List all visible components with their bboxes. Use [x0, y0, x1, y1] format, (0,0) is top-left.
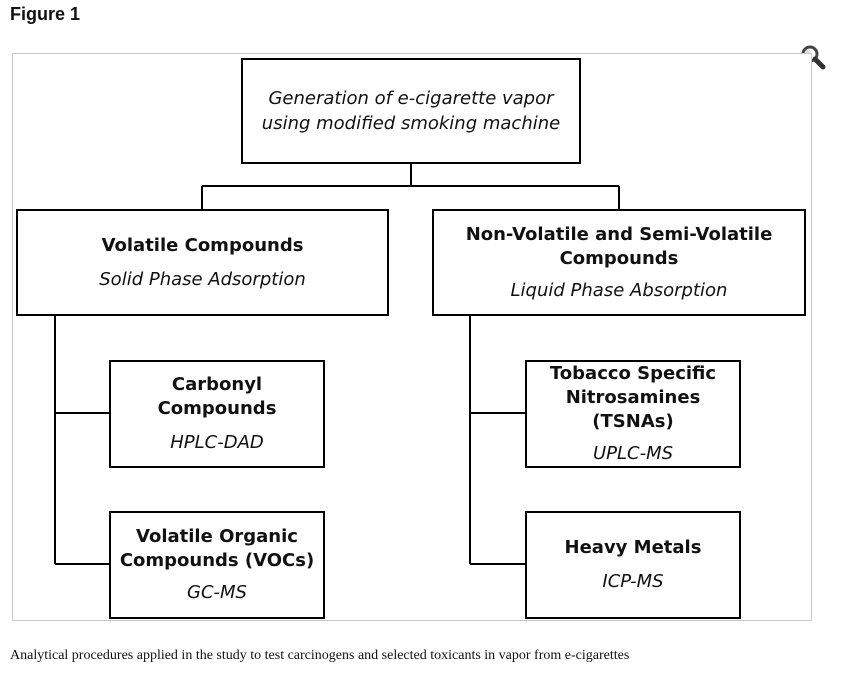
root-box: Generation of e-cigarette vapor using mo…: [241, 58, 581, 164]
figure-caption: Analytical procedures applied in the stu…: [10, 648, 630, 663]
tsnas-box: Tobacco Specific Nitrosamines (TSNAs) UP…: [525, 360, 741, 468]
figure-title: Figure 1: [10, 4, 81, 24]
carbonyl-compounds-box: Carbonyl Compounds HPLC-DAD: [109, 360, 325, 468]
heavy-metals-method: ICP-MS: [602, 571, 664, 592]
carbonyl-compounds-method: HPLC-DAD: [170, 432, 264, 453]
heavy-metals-heading: Heavy Metals: [564, 537, 702, 558]
carbonyl-compounds-heading: Carbonyl Compounds: [157, 374, 277, 419]
volatile-compounds-method: Solid Phase Adsorption: [99, 268, 306, 290]
nonvolatile-compounds-box: Non-Volatile and Semi-Volatile Compounds…: [432, 209, 806, 316]
vocs-heading: Volatile Organic Compounds (VOCs): [119, 526, 315, 571]
volatile-compounds-heading: Volatile Compounds: [101, 234, 304, 256]
vocs-method: GC-MS: [187, 582, 247, 603]
tsnas-method: UPLC-MS: [592, 443, 674, 464]
volatile-compounds-box: Volatile Compounds Solid Phase Adsorptio…: [16, 209, 389, 316]
tsnas-heading: Tobacco Specific Nitrosamines (TSNAs): [549, 363, 717, 432]
vocs-box: Volatile Organic Compounds (VOCs) GC-MS: [109, 511, 325, 619]
nonvolatile-compounds-heading: Non-Volatile and Semi-Volatile Compounds: [465, 223, 773, 269]
heavy-metals-box: Heavy Metals ICP-MS: [525, 511, 741, 619]
root-box-text: Generation of e-cigarette vapor using mo…: [261, 88, 561, 134]
nonvolatile-compounds-method: Liquid Phase Absorption: [510, 279, 728, 301]
